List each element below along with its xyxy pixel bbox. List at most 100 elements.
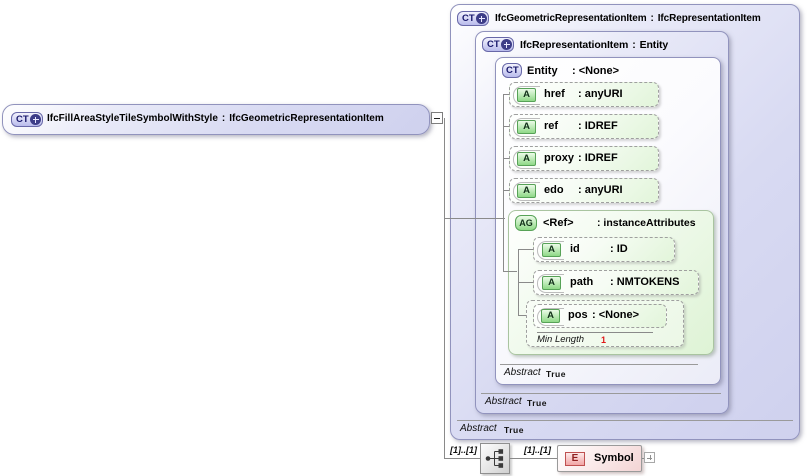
- complex-type-icon: CT: [482, 37, 514, 52]
- abstract-divider: [481, 393, 721, 394]
- attribute-icon: A: [517, 88, 536, 102]
- attribute-group-name: <Ref>: [543, 217, 574, 229]
- attribute-type: : ID: [610, 243, 628, 255]
- facet-label: Min Length: [537, 334, 585, 345]
- abstract-divider: [500, 364, 698, 365]
- base-type-title: IfcGeometricRepresentationItem : IfcRepr…: [495, 13, 761, 24]
- attribute-box-ref[interactable]: A ref : IDREF: [509, 114, 659, 139]
- type-name: Entity: [527, 65, 558, 77]
- facet-divider: [537, 332, 653, 333]
- abstract-label: Abstract: [504, 367, 541, 378]
- separator: :: [632, 39, 636, 51]
- facet-value: 1: [601, 335, 607, 345]
- attribute-box-path[interactable]: A path : NMTOKENS: [533, 270, 699, 295]
- tree-line: [503, 271, 517, 272]
- ct-badge-label: CT: [506, 65, 519, 76]
- attribute-name: path: [570, 276, 594, 288]
- attribute-name: pos: [568, 309, 588, 321]
- base-type-box-entity[interactable]: CT Entity : <None> A href : anyURI A ref…: [495, 57, 721, 385]
- attribute-tag-shape: [513, 118, 540, 137]
- tree-line: [503, 158, 509, 159]
- ct-badge-label: CT: [462, 13, 475, 24]
- attribute-tag-shape: [537, 308, 564, 326]
- tree-line: [503, 190, 509, 191]
- attribute-icon: A: [517, 152, 536, 166]
- sequence-glyph: [485, 449, 504, 468]
- separator: :: [221, 113, 226, 124]
- tree-line: [518, 315, 526, 316]
- connector-line: [444, 118, 445, 459]
- attribute-name: ref: [544, 120, 559, 132]
- abstract-label: Abstract: [485, 396, 522, 407]
- expand-icon[interactable]: [644, 452, 655, 463]
- attribute-box-id[interactable]: A id : ID: [533, 237, 675, 262]
- separator: :: [650, 13, 654, 24]
- sequence-icon[interactable]: [480, 443, 510, 474]
- attribute-icon: A: [517, 120, 536, 134]
- child-element-box-symbol[interactable]: E Symbol: [557, 445, 642, 472]
- attribute-icon: A: [542, 276, 561, 290]
- attribute-facet-group-pos[interactable]: A pos : <None> Min Length 1: [526, 300, 684, 347]
- ct-badge-label: CT: [487, 39, 500, 50]
- plus-glyph-v: [649, 455, 651, 460]
- attribute-name: edo: [544, 184, 564, 196]
- type-name: IfcGeometricRepresentationItem: [495, 13, 647, 24]
- abstract-divider: [457, 420, 793, 421]
- base-type-box-geometric[interactable]: CT IfcGeometricRepresentationItem : IfcR…: [450, 4, 800, 440]
- cardinality-label: [1]..[1]: [524, 445, 551, 455]
- child-element-name: Symbol: [594, 452, 634, 464]
- tree-line: [503, 126, 509, 127]
- attribute-icon: A: [542, 243, 561, 257]
- connector-line: [445, 218, 505, 219]
- tree-line: [518, 249, 533, 250]
- attribute-tag-shape: [513, 182, 540, 201]
- attribute-box-href[interactable]: A href : anyURI: [509, 82, 659, 107]
- plus-circle-icon: [476, 13, 487, 24]
- collapse-icon[interactable]: [431, 112, 443, 124]
- type-base: : <None>: [572, 65, 620, 77]
- root-element-name: IfcFillAreaStyleTileSymbolWithStyle: [47, 113, 218, 124]
- attribute-name: proxy: [544, 152, 574, 164]
- root-element-base-type: IfcGeometricRepresentationItem: [229, 113, 384, 124]
- attribute-icon: A: [517, 184, 536, 198]
- attribute-type: : IDREF: [578, 152, 618, 164]
- type-base: Entity: [639, 39, 669, 51]
- abstract-label: Abstract: [460, 423, 497, 434]
- attribute-group-box[interactable]: AG <Ref> : instanceAttributes A id : ID …: [508, 210, 714, 355]
- connector-line: [445, 458, 480, 459]
- attribute-type: : anyURI: [578, 184, 623, 196]
- tree-line: [503, 94, 504, 272]
- attribute-box-edo[interactable]: A edo : anyURI: [509, 178, 659, 203]
- attribute-type: : IDREF: [578, 120, 618, 132]
- type-name: IfcRepresentationItem: [520, 39, 629, 51]
- attribute-tag-shape: [537, 274, 564, 293]
- attribute-type: : <None>: [592, 309, 640, 321]
- attribute-group-icon: AG: [515, 215, 537, 231]
- abstract-value: True: [546, 369, 566, 379]
- abstract-value: True: [527, 398, 547, 408]
- attribute-box-proxy[interactable]: A proxy : IDREF: [509, 146, 659, 171]
- abstract-value: True: [504, 425, 524, 435]
- root-element-box[interactable]: CT IfcFillAreaStyleTileSymbolWithStyle :…: [2, 104, 430, 135]
- connector-line: [510, 458, 557, 459]
- type-base: IfcRepresentationItem: [657, 13, 761, 24]
- attribute-tag-shape: [513, 86, 540, 105]
- complex-type-icon: CT: [457, 11, 489, 26]
- ct-badge-label: CT: [16, 114, 29, 125]
- complex-type-icon: CT: [11, 112, 43, 127]
- base-type-box-representation[interactable]: CT IfcRepresentationItem : Entity CT Ent…: [475, 31, 729, 414]
- attribute-tag-shape: [537, 241, 564, 260]
- attribute-icon: A: [541, 309, 560, 323]
- element-icon: E: [565, 452, 585, 466]
- tree-line: [518, 282, 533, 283]
- attribute-group-type: : instanceAttributes: [597, 217, 696, 229]
- tree-line: [503, 94, 509, 95]
- minus-glyph: [434, 118, 440, 119]
- attribute-type: : anyURI: [578, 88, 623, 100]
- cardinality-label: [1]..[1]: [450, 445, 477, 455]
- attribute-tag-shape: [513, 150, 540, 169]
- attribute-name: id: [570, 243, 580, 255]
- attribute-type: : NMTOKENS: [610, 276, 680, 288]
- attribute-box-pos[interactable]: A pos : <None>: [533, 304, 667, 328]
